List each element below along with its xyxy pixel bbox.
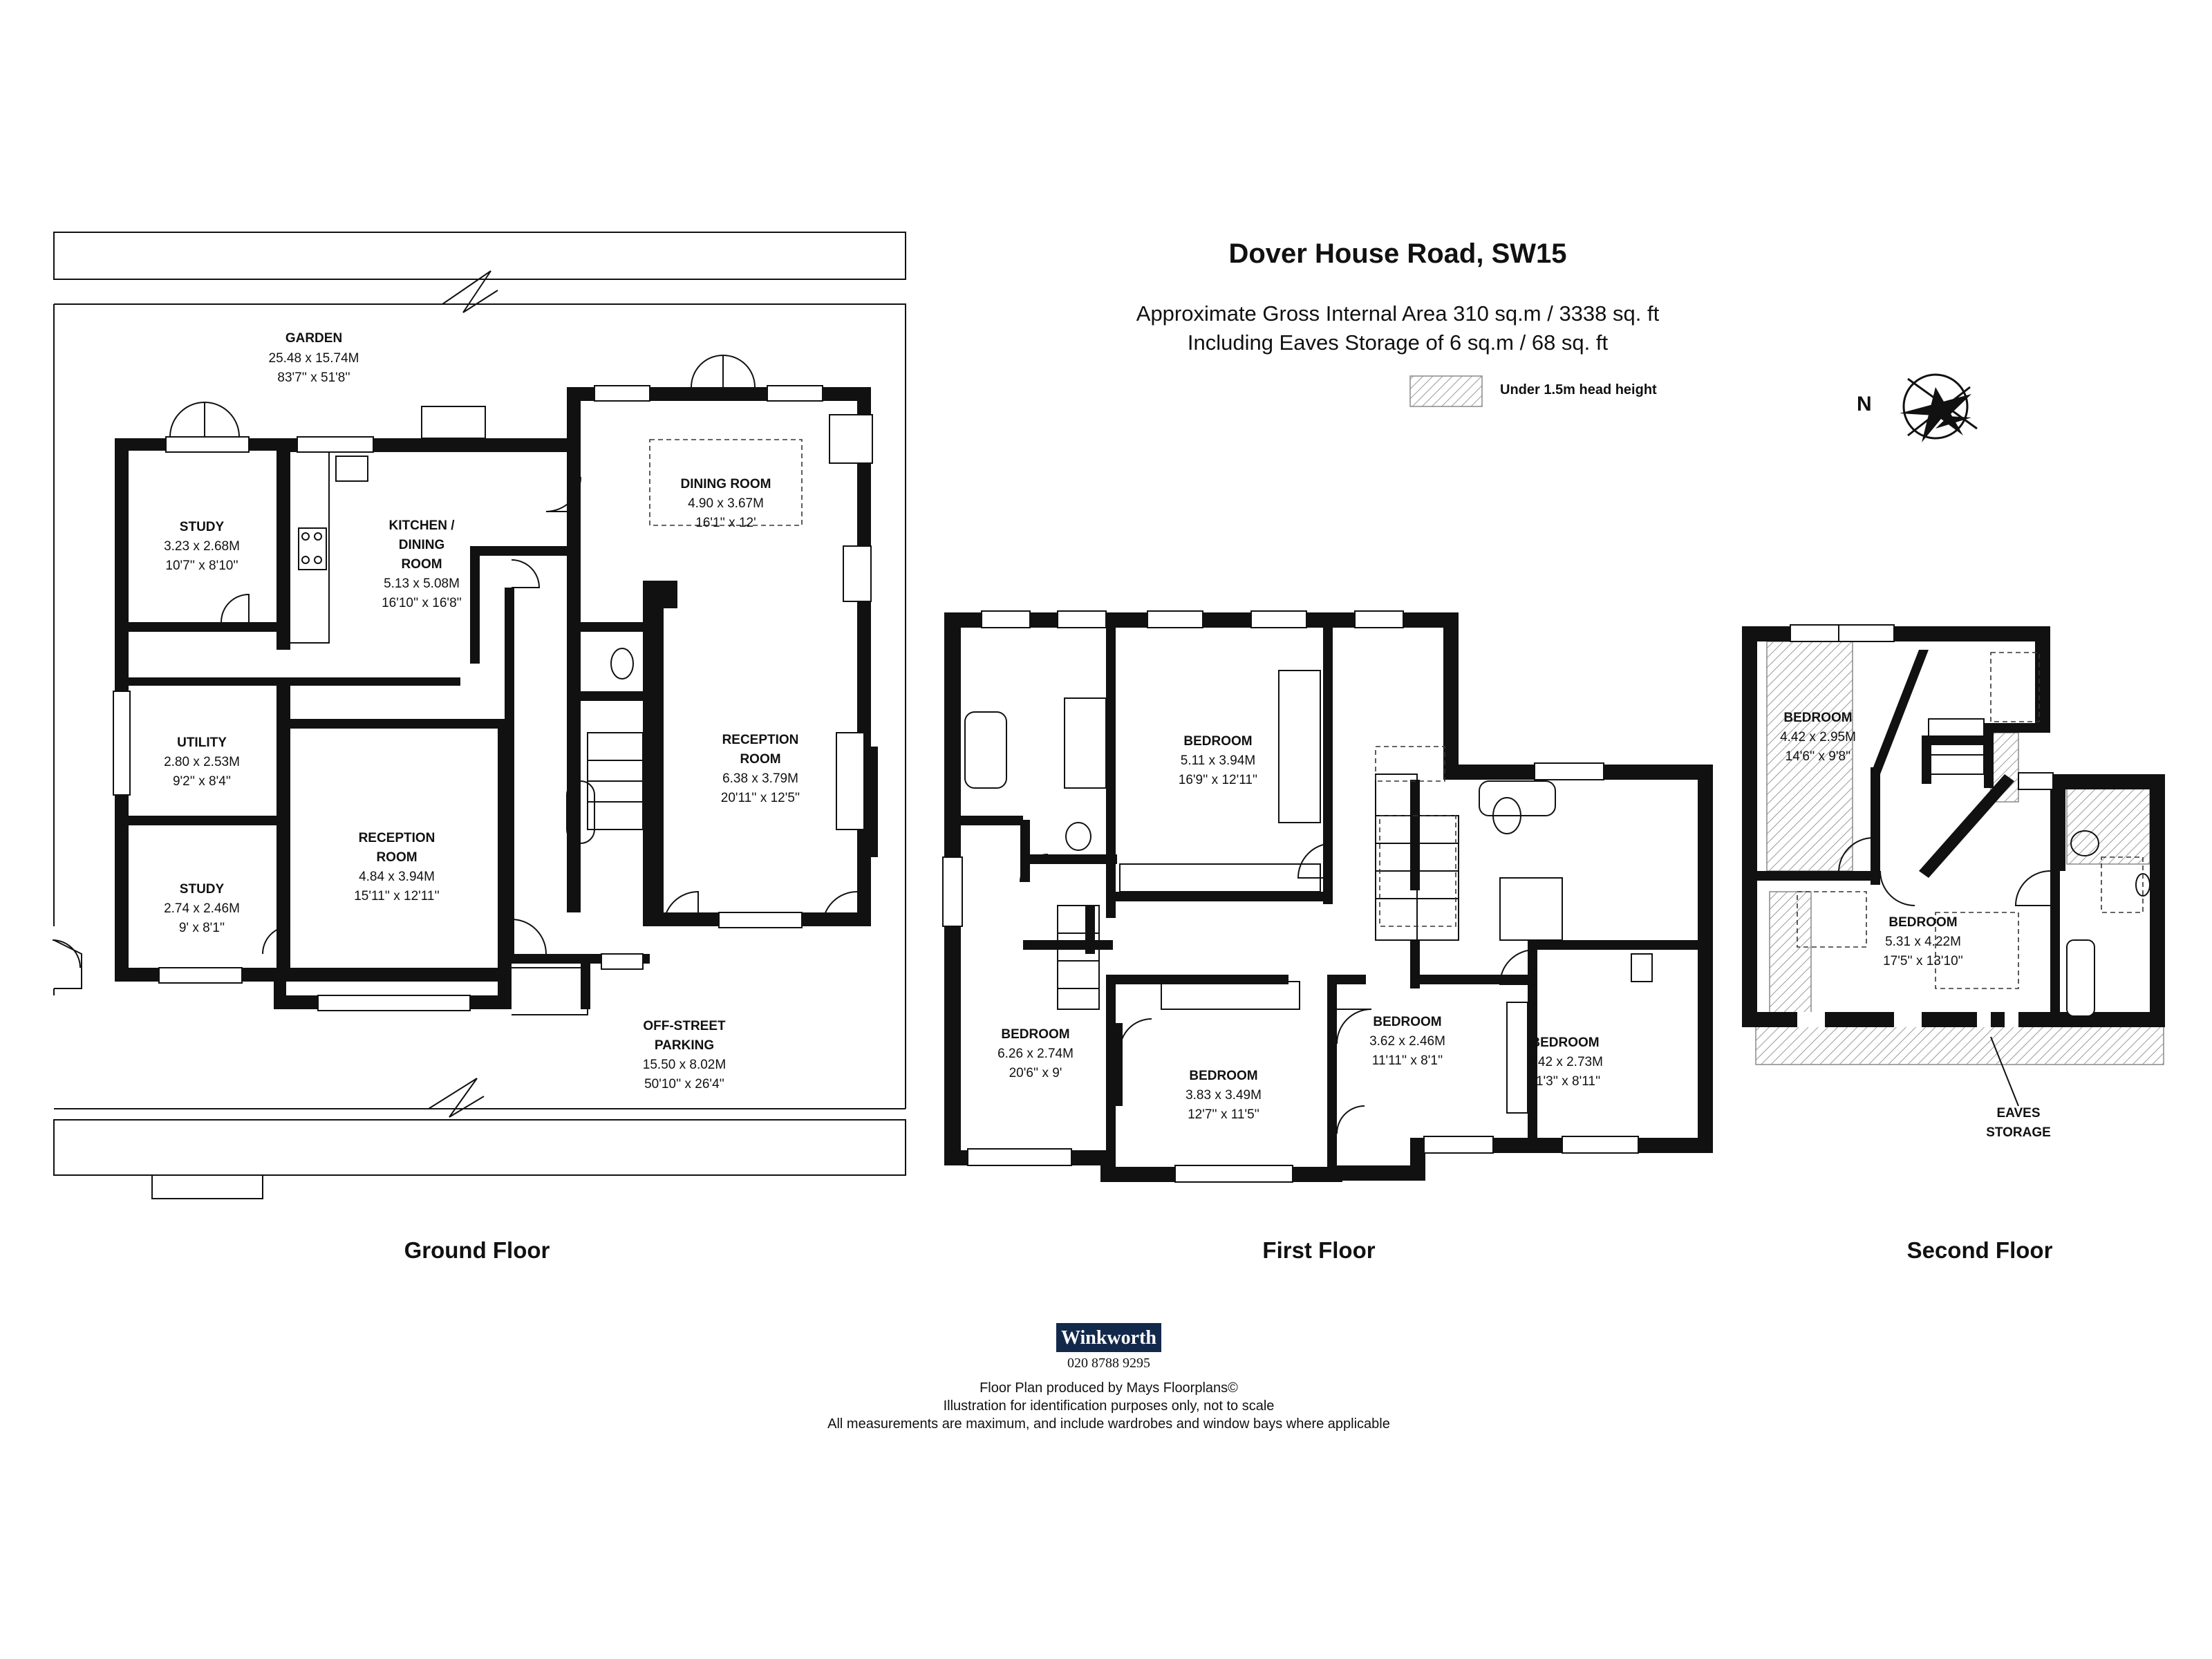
second-floor-label: Second Floor <box>1907 1237 2053 1263</box>
study-bottom-dim-m: 2.74 x 2.46M <box>164 901 240 916</box>
legend-label: Under 1.5m head height <box>1500 382 1657 397</box>
kitchen-dim-m: 5.13 x 5.08M <box>384 577 460 591</box>
first-bed-right1-dim-m: 3.62 x 2.46M <box>1369 1034 1445 1049</box>
first-bed-main-dim-m: 5.11 x 3.94M <box>1181 753 1255 768</box>
study-top-dim-m: 3.23 x 2.68M <box>164 539 240 554</box>
parking-dim-ft: 50'10'' x 26'4'' <box>644 1077 724 1091</box>
utility-label: UTILITY <box>177 735 227 750</box>
reception-left-label-1: RECEPTION <box>359 831 435 845</box>
parking-label-2: PARKING <box>655 1038 714 1053</box>
first-bed-main-dim-ft: 16'9'' x 12'11'' <box>1179 773 1257 787</box>
plan-title: Dover House Road, SW15 <box>1228 238 1566 269</box>
footer-line-2: Illustration for identification purposes… <box>944 1398 1275 1414</box>
north-label: N <box>1857 393 1872 415</box>
reception-left-dim-m: 4.84 x 3.94M <box>359 870 435 884</box>
reception-right-dim-m: 6.38 x 3.79M <box>722 771 798 786</box>
first-floor-plan: BEDROOM 5.11 x 3.94M 16'9'' x 12'11'' BE… <box>942 610 1713 1263</box>
ground-floor-label: Ground Floor <box>404 1237 550 1263</box>
first-bed-left-dim-m: 6.26 x 2.74M <box>997 1047 1074 1061</box>
first-bed-main-label: BEDROOM <box>1183 734 1252 749</box>
first-floor-label: First Floor <box>1262 1237 1375 1263</box>
kitchen-label-1: KITCHEN / <box>389 518 456 533</box>
first-bed-mid-label: BEDROOM <box>1189 1069 1257 1083</box>
garden-label: GARDEN <box>285 331 342 346</box>
second-bed-top-dim-m: 4.42 x 2.95M <box>1780 730 1856 744</box>
footer-line-1: Floor Plan produced by Mays Floorplans© <box>980 1380 1238 1396</box>
garden-fence-top <box>53 232 906 280</box>
reception-right-dim-ft: 20'11'' x 12'5'' <box>721 791 800 805</box>
first-bed-right1-label: BEDROOM <box>1373 1015 1441 1029</box>
site-boundary <box>54 303 906 1109</box>
ground-floor-plan: GARDEN 25.48 x 15.74M 83'7'' x 51'8'' ST… <box>52 232 906 1263</box>
dining-dim-m: 4.90 x 3.67M <box>688 496 764 511</box>
first-bed-mid-dim-m: 3.83 x 3.49M <box>1185 1088 1262 1103</box>
parking-dim-m: 15.50 x 8.02M <box>643 1058 726 1072</box>
second-bed-bottom-dim-m: 5.31 x 4.22M <box>1885 935 1961 949</box>
kitchen-dim-ft: 16'10'' x 16'8'' <box>382 596 462 610</box>
first-bed-right2-label: BEDROOM <box>1530 1035 1599 1050</box>
reception-left-dim-ft: 15'11'' x 12'11'' <box>354 889 440 903</box>
first-bed-left-dim-ft: 20'6'' x 9' <box>1009 1066 1062 1080</box>
kitchen-label-2: DINING <box>399 538 445 552</box>
study-top-dim-ft: 10'7'' x 8'10'' <box>165 559 238 573</box>
area-line-2: Including Eaves Storage of 6 sq.m / 68 s… <box>1188 330 1609 355</box>
area-line-1: Approximate Gross Internal Area 310 sq.m… <box>1136 301 1660 326</box>
second-bed-bottom-label: BEDROOM <box>1888 915 1957 930</box>
legend-hatch-swatch <box>1409 375 1483 407</box>
reception-right-label-2: ROOM <box>740 752 780 767</box>
second-floor-plan: BEDROOM 4.42 x 2.95M 14'6'' x 9'8'' BEDR… <box>1742 624 2165 1263</box>
utility-dim-m: 2.80 x 2.53M <box>164 755 240 769</box>
kitchen-label-3: ROOM <box>401 557 442 572</box>
compass-icon: N <box>1857 373 1978 442</box>
eaves-label-1: EAVES <box>1996 1106 2040 1121</box>
reception-left-label-2: ROOM <box>376 850 417 865</box>
study-top-label: STUDY <box>180 520 225 534</box>
second-bed-top-dim-ft: 14'6'' x 9'8'' <box>1785 749 1851 764</box>
garden-dim-ft: 83'7'' x 51'8'' <box>277 371 350 385</box>
first-bed-right1-dim-ft: 11'11'' x 8'1'' <box>1372 1053 1443 1068</box>
garden-dim-m: 25.48 x 15.74M <box>269 351 359 366</box>
first-bed-right2-dim-m: 3.42 x 2.73M <box>1527 1055 1603 1069</box>
first-bed-right2-dim-ft: 11'3'' x 8'11'' <box>1530 1074 1600 1089</box>
utility-dim-ft: 9'2'' x 8'4'' <box>173 774 231 789</box>
garden-fence-bottom <box>53 1119 906 1176</box>
reception-right-label-1: RECEPTION <box>722 733 799 747</box>
second-bed-bottom-dim-ft: 17'5'' x 13'10'' <box>1883 954 1963 968</box>
logo-text: Winkworth <box>1061 1327 1156 1349</box>
footer-line-3: All measurements are maximum, and includ… <box>827 1416 1390 1432</box>
eaves-label-2: STORAGE <box>1986 1125 2051 1140</box>
parking-label-1: OFF-STREET <box>643 1019 726 1033</box>
study-bottom-dim-ft: 9' x 8'1'' <box>179 921 225 935</box>
winkworth-logo <box>1056 1323 1161 1352</box>
second-bed-top-label: BEDROOM <box>1783 711 1852 725</box>
agent-phone: 020 8788 9295 <box>1067 1356 1150 1371</box>
first-bed-left-label: BEDROOM <box>1001 1027 1069 1042</box>
dining-dim-ft: 16'1'' x 12' <box>695 516 756 530</box>
first-bed-mid-dim-ft: 12'7'' x 11'5'' <box>1188 1107 1259 1122</box>
dining-label: DINING ROOM <box>681 477 771 491</box>
study-bottom-label: STUDY <box>180 882 225 897</box>
